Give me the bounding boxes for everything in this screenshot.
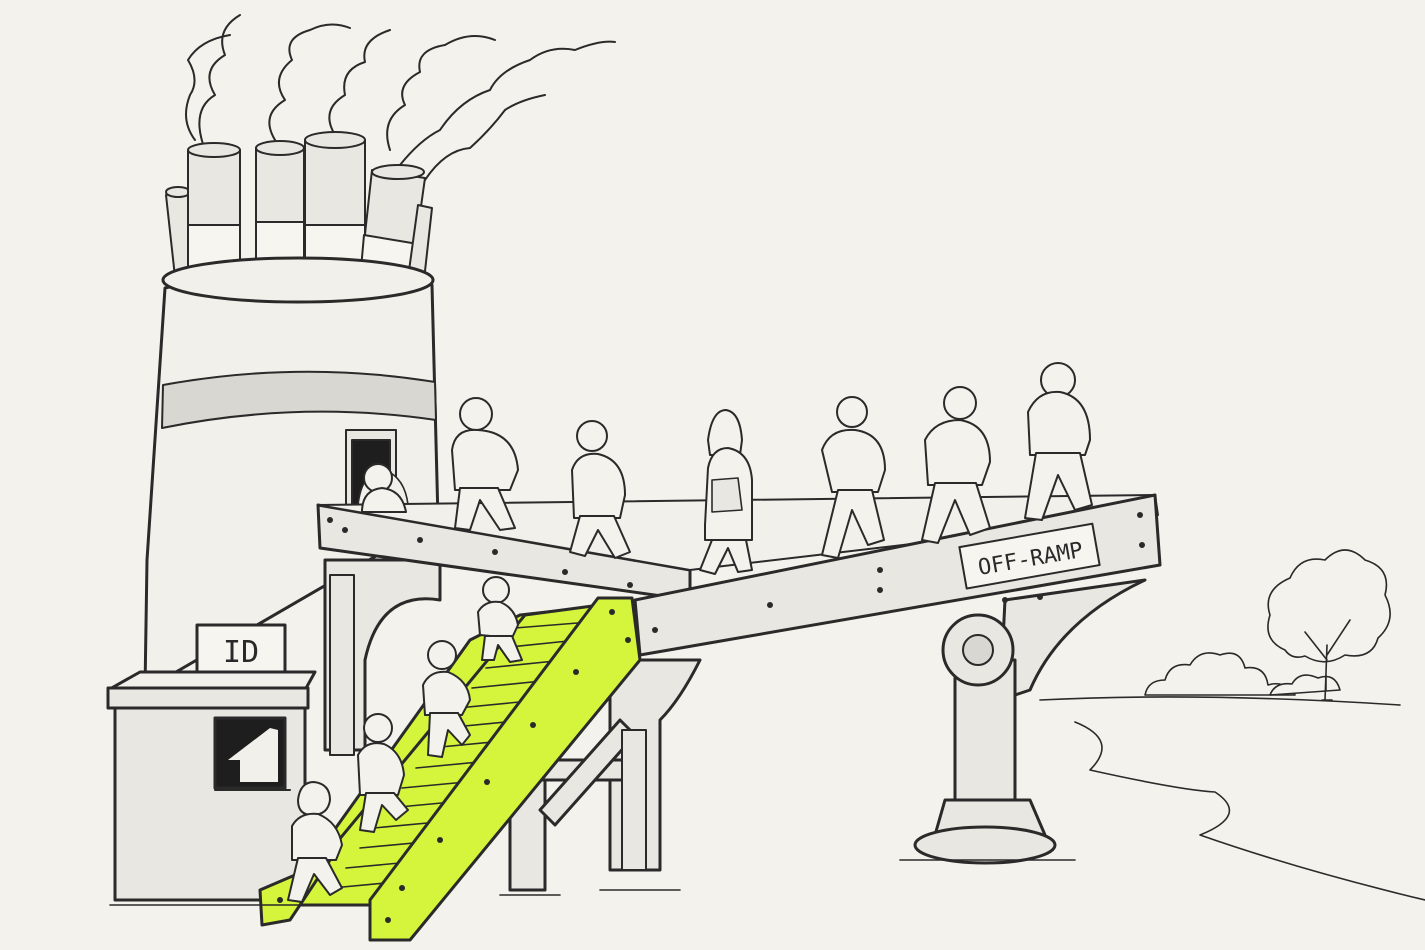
id-booth: ID [106, 623, 317, 902]
tree-icon [1267, 549, 1391, 701]
off-ramp-sign: OFF-RAMP [958, 522, 1101, 590]
river-icon [1074, 721, 1425, 901]
id-sign: ID [195, 623, 287, 674]
rivets-front [652, 512, 1145, 633]
ground [109, 859, 1076, 906]
tower [143, 256, 440, 692]
horizon-line [1039, 696, 1401, 706]
person-icon [477, 576, 523, 663]
smoke [185, 14, 616, 181]
person-icon [361, 463, 407, 513]
person-icon [821, 396, 886, 559]
walkers [361, 362, 1093, 575]
landscape [1039, 549, 1425, 901]
person-icon [451, 397, 519, 531]
person-icon [1024, 362, 1093, 521]
smokestack-icon [187, 142, 241, 276]
person-icon [699, 409, 753, 575]
person-icon [422, 640, 471, 758]
id-sign-label: ID [223, 635, 259, 670]
bush-icon [1144, 652, 1341, 696]
stair-bolts [277, 609, 631, 923]
smokestack-icon [304, 131, 366, 276]
climbers [287, 576, 523, 903]
bridge-supports [323, 558, 1147, 892]
person-icon [921, 386, 991, 544]
smokestack-icon [255, 140, 305, 274]
person-icon [287, 781, 343, 903]
person-icon [357, 713, 409, 833]
rivets-back [327, 517, 633, 588]
person-icon [569, 420, 631, 559]
